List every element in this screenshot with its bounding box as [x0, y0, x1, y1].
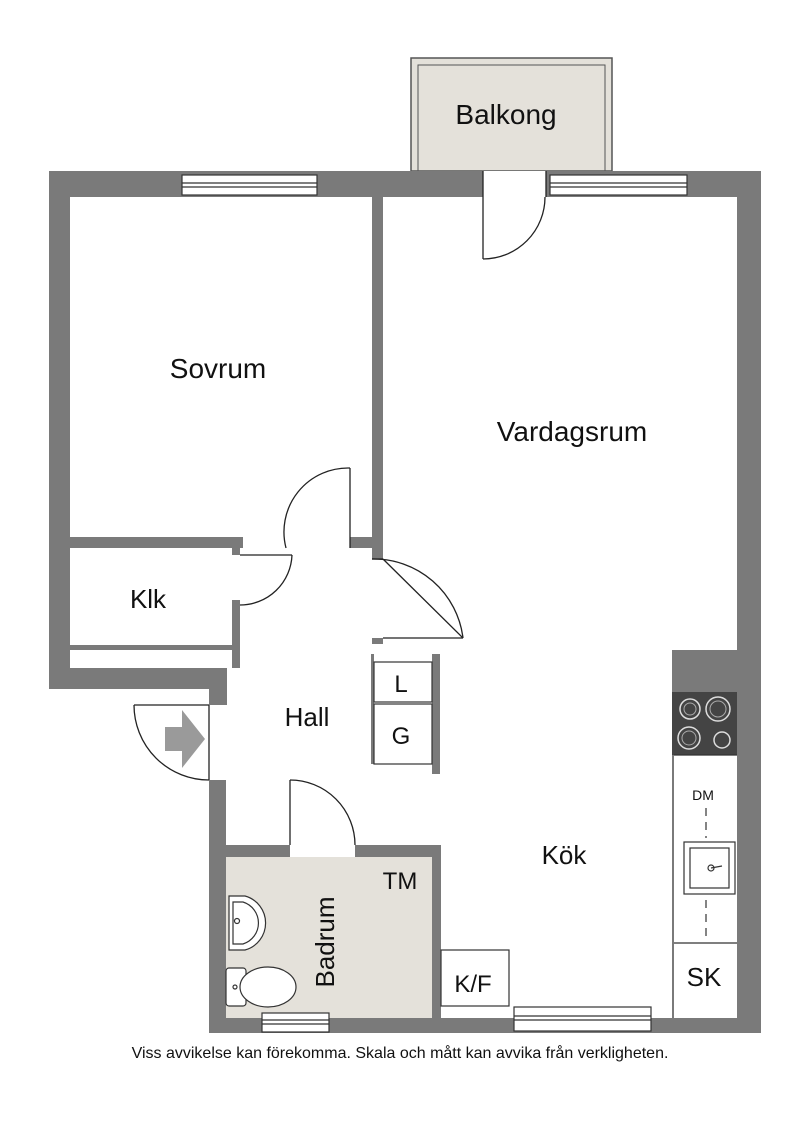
interior-walls — [70, 197, 674, 1033]
kitchen-window — [513, 1006, 652, 1032]
hall-storage — [373, 661, 433, 765]
fridge — [440, 949, 510, 1007]
kitchen-counter — [674, 754, 737, 944]
washing-machine-label: TM — [383, 868, 418, 895]
disclaimer-text: Viss avvikelse kan förekomma. Skala och … — [131, 1045, 669, 1062]
closet-door — [239, 554, 293, 606]
doors — [133, 171, 547, 846]
stove-icon — [672, 692, 737, 755]
bedroom-label: Sovrum — [170, 353, 266, 384]
floor-plan: Balkong Sovrum Vardagsrum Klk Hall Kök B… — [49, 57, 761, 1033]
cabinet-label: SK — [687, 962, 722, 992]
kitchen-label: Kök — [542, 840, 588, 870]
entry-arrow-icon — [165, 710, 205, 768]
balcony-door — [482, 171, 547, 260]
toilet-icon — [225, 966, 297, 1008]
sink-icon — [683, 841, 736, 895]
bedroom-window — [181, 174, 318, 196]
bathroom-door — [289, 779, 356, 846]
windows — [181, 174, 688, 1033]
living-door — [371, 558, 464, 639]
closet-label: Klk — [130, 584, 167, 614]
living-window — [549, 174, 688, 196]
balcony-label: Balkong — [455, 99, 556, 130]
washbasin-icon — [228, 895, 267, 951]
bathroom-label: Badrum — [310, 896, 340, 987]
hall-label: Hall — [285, 702, 330, 732]
dishwasher-label: DM — [692, 787, 714, 803]
bedroom-door — [283, 467, 351, 549]
entry-door — [133, 704, 210, 781]
living-room-label: Vardagsrum — [497, 416, 647, 447]
balcony — [410, 57, 613, 172]
linen-label: L — [394, 671, 407, 698]
fridge-freezer-label: K/F — [454, 971, 491, 998]
bathroom-window — [261, 1012, 330, 1033]
wardrobe-label: G — [392, 723, 411, 750]
